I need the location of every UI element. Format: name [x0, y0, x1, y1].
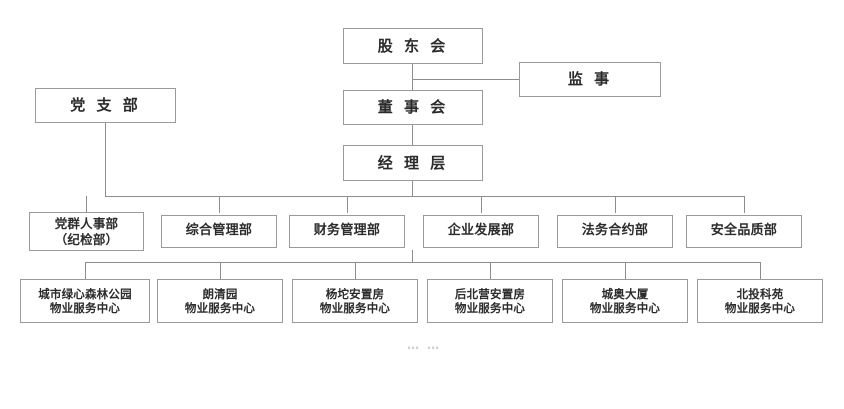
connector-shareholders-to-board — [412, 63, 413, 90]
node-department-0[interactable]: 党群人事部 （纪检部） — [29, 212, 144, 251]
connector-management-to-dept-bus — [412, 180, 413, 197]
connector-dept-stem-0 — [86, 196, 87, 213]
connector-dept-to-center-bus — [412, 250, 413, 263]
node-service-center-4[interactable]: 城奥大厦 物业服务中心 — [562, 279, 688, 323]
node-board-of-directors[interactable]: 董 事 会 — [343, 90, 483, 125]
node-party-branch-label: 党 支 部 — [70, 96, 141, 115]
node-supervisor-label: 监 事 — [567, 70, 613, 89]
connector-board-to-supervisor — [412, 79, 520, 80]
connector-dept-stem-4 — [615, 196, 616, 213]
connector-center-stem-0 — [85, 262, 86, 279]
node-service-center-4-label-line2: 物业服务中心 — [589, 301, 661, 315]
connector-center-stem-2 — [355, 262, 356, 279]
node-department-4[interactable]: 法务合约部 — [557, 215, 673, 248]
node-service-center-2-label-line1: 杨坨安置房 — [325, 286, 385, 301]
connector-dept-stem-2 — [347, 196, 348, 213]
node-service-center-3[interactable]: 后北营安置房 物业服务中心 — [427, 279, 553, 323]
node-board-of-directors-label: 董 事 会 — [377, 98, 449, 117]
node-department-3[interactable]: 企业发展部 — [423, 215, 539, 248]
node-management[interactable]: 经 理 层 — [343, 145, 483, 181]
node-department-4-label: 法务合约部 — [581, 223, 649, 239]
connector-board-to-management — [412, 124, 413, 145]
node-service-center-0-label-line2: 物业服务中心 — [49, 301, 121, 315]
node-department-1[interactable]: 综合管理部 — [161, 215, 277, 248]
node-department-0-label-line2: （纪检部） — [54, 231, 119, 247]
node-shareholders-meeting[interactable]: 股 东 会 — [343, 28, 483, 64]
node-department-3-label: 企业发展部 — [447, 223, 515, 239]
node-service-center-3-label-line1: 后北营安置房 — [454, 286, 526, 301]
node-service-center-2[interactable]: 杨坨安置房 物业服务中心 — [292, 279, 418, 323]
connector-dept-stem-3 — [481, 196, 482, 213]
connector-dept-stem-1 — [219, 196, 220, 213]
connector-center-stem-5 — [760, 262, 761, 279]
node-service-center-4-label-line1: 城奥大厦 — [601, 286, 649, 301]
node-department-2[interactable]: 财务管理部 — [289, 215, 405, 248]
node-department-0-label-line1: 党群人事部 — [54, 215, 119, 231]
connector-center-stem-3 — [490, 262, 491, 279]
node-service-center-1-label-line1: 朗清园 — [202, 286, 238, 301]
node-service-center-0[interactable]: 城市绿心森林公园 物业服务中心 — [20, 279, 150, 323]
node-department-1-label: 综合管理部 — [185, 223, 253, 239]
connector-dept-stem-5 — [744, 196, 745, 213]
connector-center-stem-4 — [625, 262, 626, 279]
connector-center-stem-1 — [220, 262, 221, 279]
node-department-5[interactable]: 安全品质部 — [686, 215, 802, 248]
node-management-label: 经 理 层 — [377, 153, 449, 172]
node-service-center-3-label-line2: 物业服务中心 — [454, 301, 526, 315]
node-service-center-5[interactable]: 北投科苑 物业服务中心 — [697, 279, 823, 323]
node-service-center-1[interactable]: 朗清园 物业服务中心 — [157, 279, 283, 323]
node-supervisor[interactable]: 监 事 — [519, 62, 661, 97]
node-department-2-label: 财务管理部 — [313, 223, 381, 239]
node-party-branch[interactable]: 党 支 部 — [35, 88, 176, 123]
node-service-center-2-label-line2: 物业服务中心 — [319, 301, 391, 315]
node-service-center-5-label-line2: 物业服务中心 — [724, 301, 796, 315]
connector-department-bus — [105, 196, 744, 197]
node-service-center-0-label-line1: 城市绿心森林公园 — [38, 286, 132, 301]
connector-party-branch-down — [105, 122, 106, 197]
more-items-ellipsis: … … — [407, 338, 442, 352]
connector-service-center-bus — [85, 262, 760, 263]
node-service-center-5-label-line1: 北投科苑 — [736, 286, 784, 301]
node-shareholders-meeting-label: 股 东 会 — [377, 36, 449, 55]
node-service-center-1-label-line2: 物业服务中心 — [184, 301, 256, 315]
node-department-5-label: 安全品质部 — [710, 223, 778, 239]
